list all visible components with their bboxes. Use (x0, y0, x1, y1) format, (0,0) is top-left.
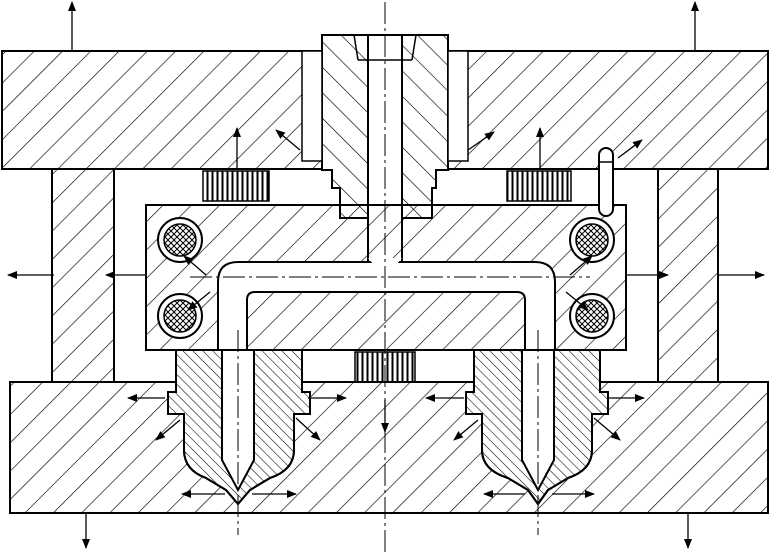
locating-pin (598, 147, 614, 217)
heater-top-right (569, 217, 615, 263)
centerlines (190, 2, 590, 552)
nozzle-left (167, 349, 311, 506)
upper-insulators (202, 170, 572, 202)
heater-bottom-left (157, 293, 203, 339)
cavity-plate (9, 381, 769, 514)
nozzle-right (465, 349, 609, 506)
heat-flow-arrows (7, 1, 765, 549)
sprue-bushing (301, 34, 469, 280)
heater-top-left (157, 217, 203, 263)
support-pillar-left (51, 168, 115, 383)
